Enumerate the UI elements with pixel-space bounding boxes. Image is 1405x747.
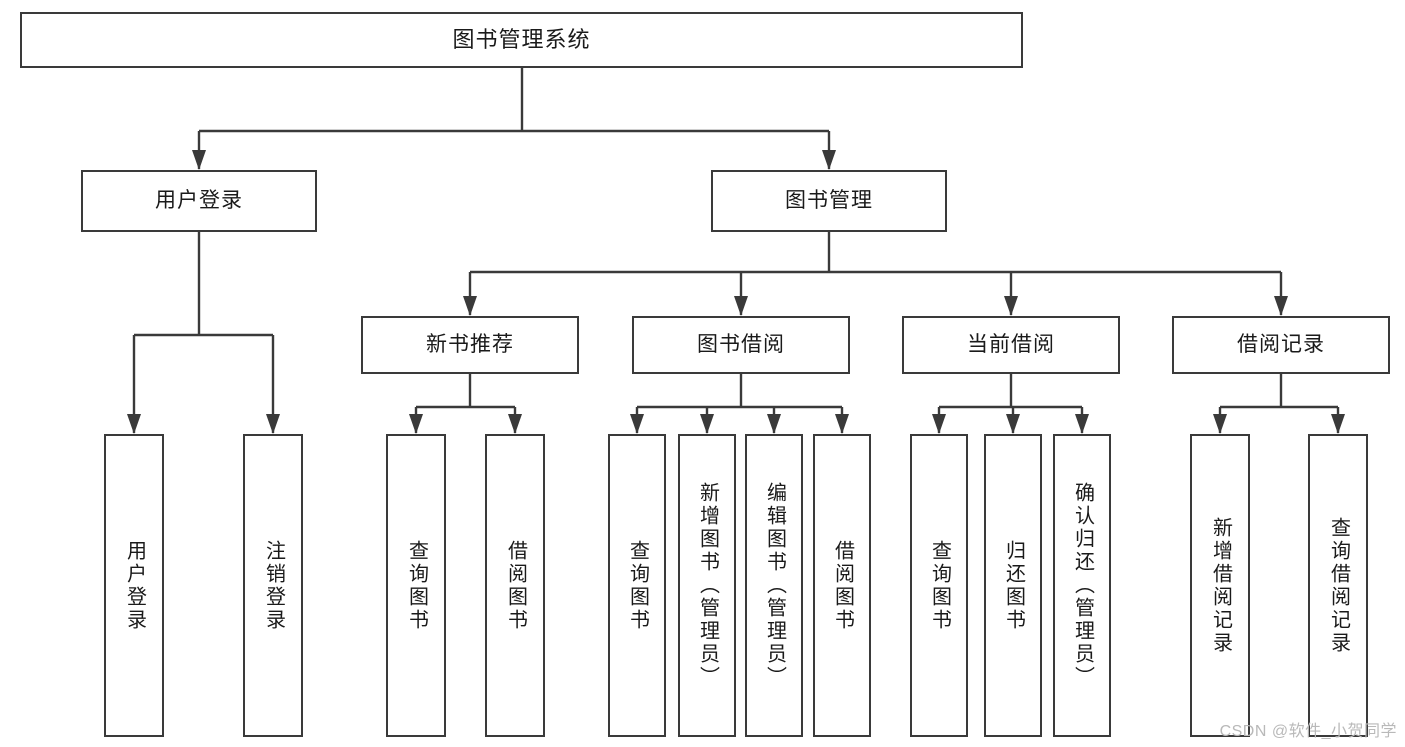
node-l3-a[interactable]: 新书推荐 bbox=[361, 316, 579, 374]
node-l3-b[interactable]: 图书借阅 bbox=[632, 316, 850, 374]
node-l4-b2[interactable]: 借阅图书 bbox=[485, 434, 545, 737]
node-l4-e2[interactable]: 查询借阅记录 bbox=[1308, 434, 1368, 737]
arrow-head-2-3 bbox=[1274, 296, 1288, 316]
node-l3-c[interactable]: 当前借阅 bbox=[902, 316, 1120, 374]
node-l4-a2[interactable]: 注销登录 bbox=[243, 434, 303, 737]
node-label: 图书管理 bbox=[785, 189, 873, 213]
node-label: 用户登录 bbox=[123, 539, 146, 632]
node-label: 借阅图书 bbox=[504, 539, 527, 632]
arrow-head-4-3 bbox=[835, 414, 849, 434]
arrow-head-4-0 bbox=[630, 414, 644, 434]
node-label: 借阅记录 bbox=[1237, 333, 1325, 357]
arrow-head-1-0 bbox=[127, 414, 141, 434]
node-label: 新增借阅记录 bbox=[1209, 516, 1232, 655]
node-label: 新书推荐 bbox=[426, 333, 514, 357]
arrow-head-2-0 bbox=[463, 296, 477, 316]
node-l4-a1[interactable]: 用户登录 bbox=[104, 434, 164, 737]
node-l4-c1[interactable]: 查询图书 bbox=[608, 434, 666, 737]
node-label: 图书管理系统 bbox=[452, 26, 591, 52]
node-l3-d[interactable]: 借阅记录 bbox=[1172, 316, 1390, 374]
arrow-head-1-1 bbox=[266, 414, 280, 434]
arrow-head-6-0 bbox=[1213, 414, 1227, 434]
node-label: 新增图书（管理员） bbox=[696, 482, 719, 689]
node-label: 当前借阅 bbox=[967, 333, 1055, 357]
node-label: 归还图书 bbox=[1002, 539, 1025, 632]
node-label: 图书借阅 bbox=[697, 333, 785, 357]
arrow-head-0-1 bbox=[822, 150, 836, 170]
arrow-head-5-2 bbox=[1075, 414, 1089, 434]
node-l2-a[interactable]: 用户登录 bbox=[81, 170, 317, 232]
node-label: 查询图书 bbox=[626, 539, 649, 632]
node-l4-e1[interactable]: 新增借阅记录 bbox=[1190, 434, 1250, 737]
node-label: 注销登录 bbox=[262, 539, 285, 632]
arrow-head-4-2 bbox=[767, 414, 781, 434]
arrow-head-6-1 bbox=[1331, 414, 1345, 434]
arrow-head-5-0 bbox=[932, 414, 946, 434]
node-l2-b[interactable]: 图书管理 bbox=[711, 170, 947, 232]
arrow-head-4-1 bbox=[700, 414, 714, 434]
arrow-head-3-0 bbox=[409, 414, 423, 434]
arrow-head-3-1 bbox=[508, 414, 522, 434]
node-label: 编辑图书（管理员） bbox=[763, 482, 786, 689]
arrow-head-2-1 bbox=[734, 296, 748, 316]
node-label: 确认归还（管理员） bbox=[1071, 482, 1094, 689]
node-label: 查询图书 bbox=[928, 539, 951, 632]
node-label: 用户登录 bbox=[155, 189, 243, 213]
watermark-label: CSDN @软件_小贺同学 bbox=[1219, 723, 1397, 740]
node-l4-d3[interactable]: 确认归还（管理员） bbox=[1053, 434, 1111, 737]
node-l4-c3[interactable]: 编辑图书（管理员） bbox=[745, 434, 803, 737]
arrow-head-2-2 bbox=[1004, 296, 1018, 316]
node-l4-d2[interactable]: 归还图书 bbox=[984, 434, 1042, 737]
node-label: 查询借阅记录 bbox=[1327, 516, 1350, 655]
node-l4-d1[interactable]: 查询图书 bbox=[910, 434, 968, 737]
node-label: 查询图书 bbox=[405, 539, 428, 632]
node-l4-b1[interactable]: 查询图书 bbox=[386, 434, 446, 737]
node-root[interactable]: 图书管理系统 bbox=[20, 12, 1023, 68]
node-l4-c4[interactable]: 借阅图书 bbox=[813, 434, 871, 737]
node-label: 借阅图书 bbox=[831, 539, 854, 632]
arrow-head-5-1 bbox=[1006, 414, 1020, 434]
arrow-head-0-0 bbox=[192, 150, 206, 170]
node-l4-c2[interactable]: 新增图书（管理员） bbox=[678, 434, 736, 737]
